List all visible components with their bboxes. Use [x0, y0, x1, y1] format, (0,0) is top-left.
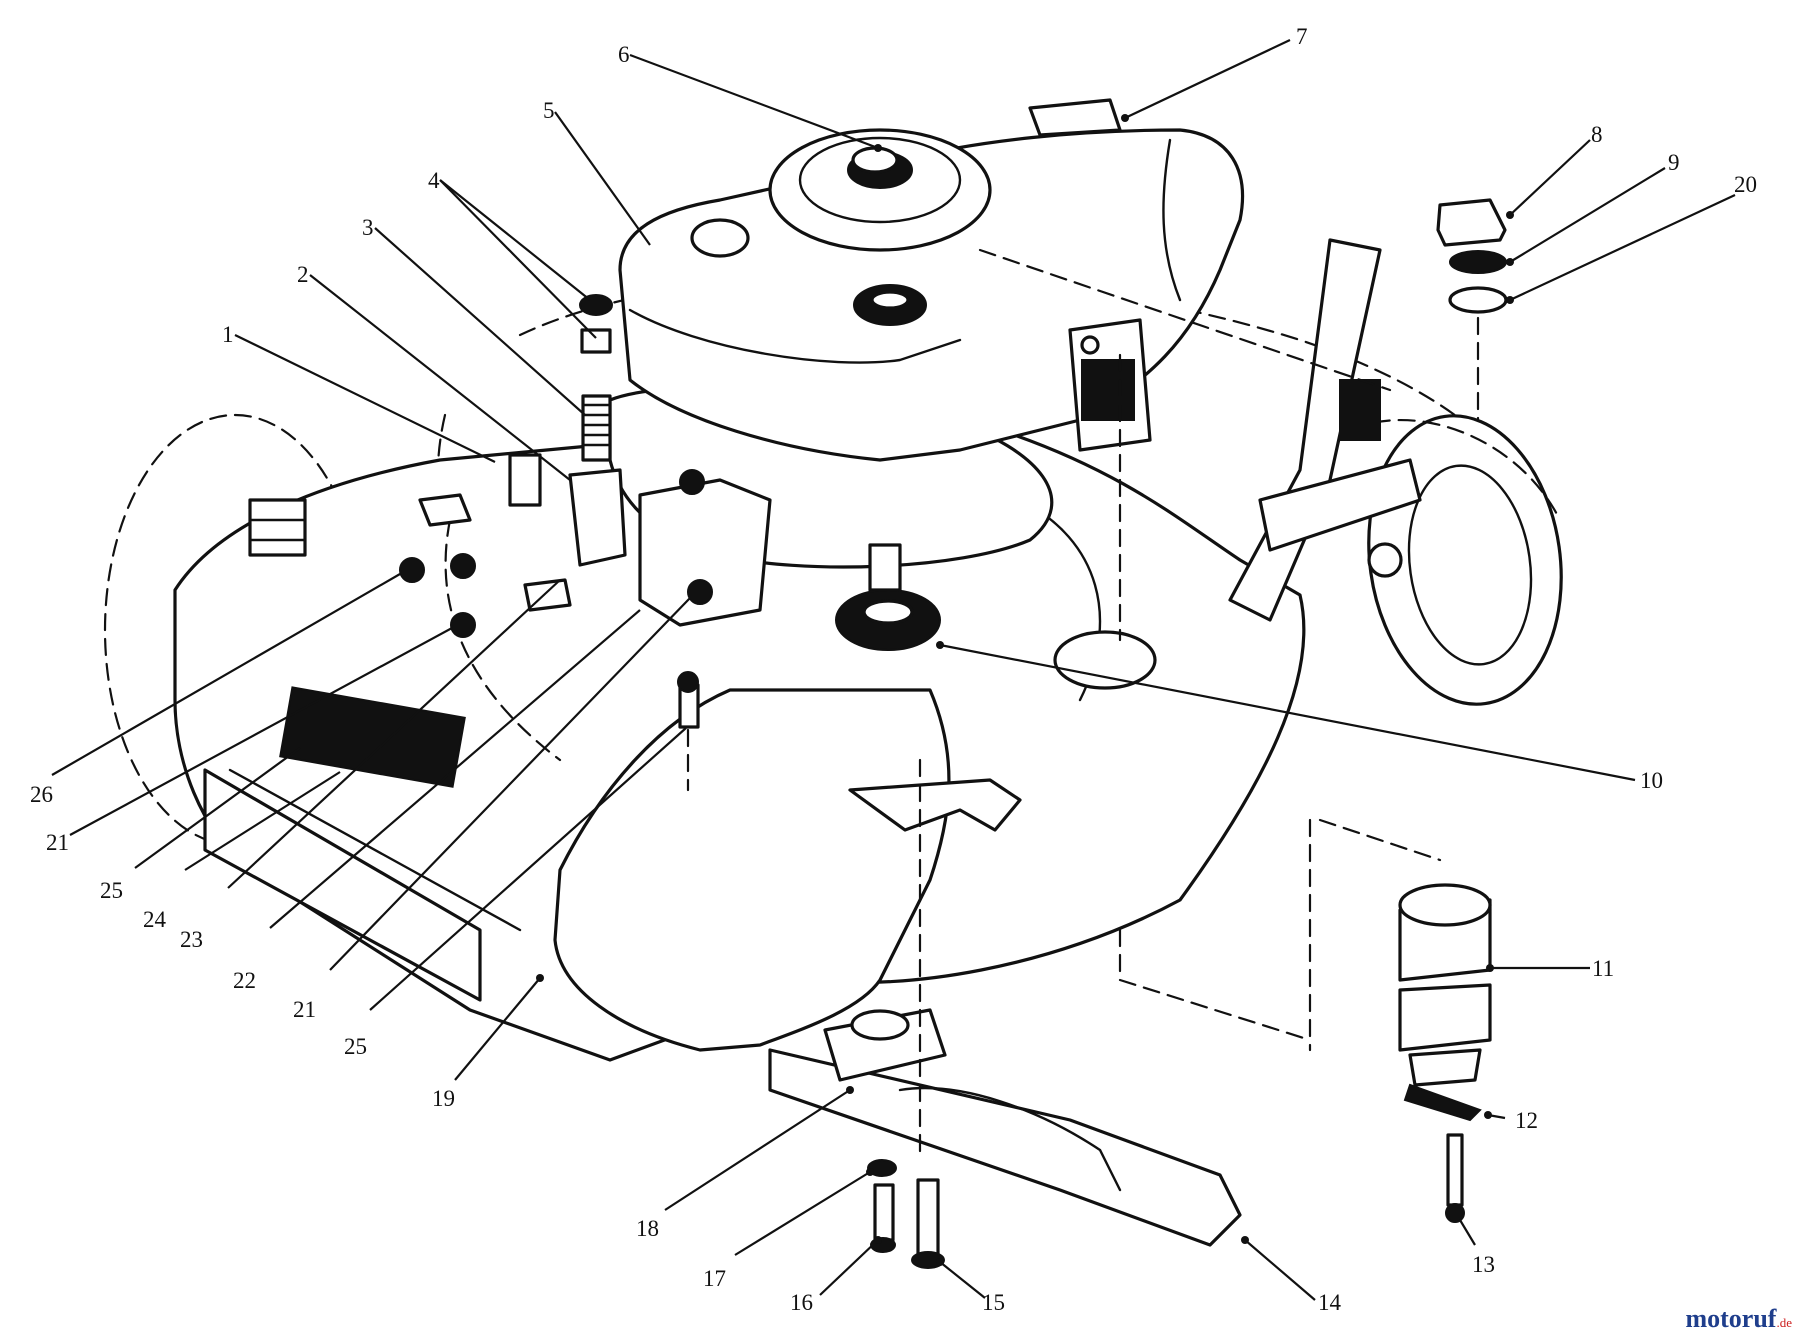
svg-text:15: 15 [982, 1290, 1005, 1315]
callout-10: 10 [936, 641, 1663, 793]
svg-text:22: 22 [233, 968, 256, 993]
callout-11: 11 [1486, 956, 1614, 981]
callout-7: 7 [1121, 24, 1308, 122]
svg-text:14: 14 [1318, 1290, 1342, 1315]
svg-text:16: 16 [790, 1290, 813, 1315]
callout-25-left: 25 [100, 747, 301, 903]
svg-text:5: 5 [543, 98, 555, 123]
callout-2: 2 [297, 262, 571, 481]
callout-12: 12 [1484, 1108, 1538, 1133]
watermark-name: motoruf [1685, 1304, 1777, 1333]
callout-21-left: 21 [46, 627, 453, 855]
callout-16: 16 [790, 1236, 882, 1315]
callout-23: 23 [180, 579, 561, 952]
svg-text:19: 19 [432, 1086, 455, 1111]
svg-text:8: 8 [1591, 122, 1603, 147]
watermark-tld: .de [1776, 1315, 1792, 1330]
explode-lines [686, 248, 1480, 1162]
callout-19: 19 [432, 974, 544, 1111]
callout-25-center: 25 [344, 727, 687, 1059]
svg-text:18: 18 [636, 1216, 659, 1241]
svg-text:2: 2 [297, 262, 309, 287]
air-filter-parts [1398, 198, 1508, 1223]
svg-text:11: 11 [1592, 956, 1614, 981]
callout-1: 1 [222, 322, 496, 463]
svg-text:21: 21 [46, 830, 69, 855]
callout-17: 17 [703, 1168, 874, 1291]
svg-text:13: 13 [1472, 1252, 1495, 1277]
callout-26: 26 [30, 573, 401, 807]
callouts: 1 2 3 4 5 6 7 [30, 24, 1757, 1315]
callout-3: 3 [362, 215, 586, 416]
callout-5: 5 [543, 98, 651, 246]
engine-assembly [608, 98, 1245, 690]
svg-text:4: 4 [428, 168, 440, 193]
callout-13: 13 [1459, 1219, 1495, 1277]
svg-text:7: 7 [1296, 24, 1308, 49]
svg-text:9: 9 [1668, 150, 1680, 175]
svg-text:10: 10 [1640, 768, 1663, 793]
svg-text:6: 6 [618, 42, 630, 67]
callout-18: 18 [636, 1086, 854, 1241]
svg-text:25: 25 [344, 1034, 367, 1059]
svg-text:3: 3 [362, 215, 374, 240]
callout-9: 9 [1506, 150, 1680, 266]
callout-20: 20 [1506, 172, 1757, 304]
handle-bracket [1228, 238, 1422, 622]
control-parts [399, 294, 772, 729]
svg-text:24: 24 [143, 907, 167, 932]
callout-24: 24 [143, 771, 341, 932]
watermark-logo: motoruf.de [1685, 1304, 1792, 1334]
svg-text:26: 26 [30, 782, 53, 807]
svg-text:20: 20 [1734, 172, 1757, 197]
callout-8: 8 [1506, 122, 1603, 219]
svg-text:12: 12 [1515, 1108, 1538, 1133]
svg-text:17: 17 [703, 1266, 726, 1291]
blade-assembly [768, 1008, 1242, 1269]
callout-4: 4 [428, 168, 597, 339]
svg-text:1: 1 [222, 322, 234, 347]
callout-6: 6 [618, 42, 882, 152]
callout-14: 14 [1241, 1236, 1342, 1315]
callout-22: 22 [233, 609, 641, 993]
svg-text:23: 23 [180, 927, 203, 952]
svg-text:25: 25 [100, 878, 123, 903]
svg-text:21: 21 [293, 997, 316, 1022]
callout-21-center: 21 [293, 597, 691, 1022]
callout-15: 15 [936, 1258, 1005, 1315]
